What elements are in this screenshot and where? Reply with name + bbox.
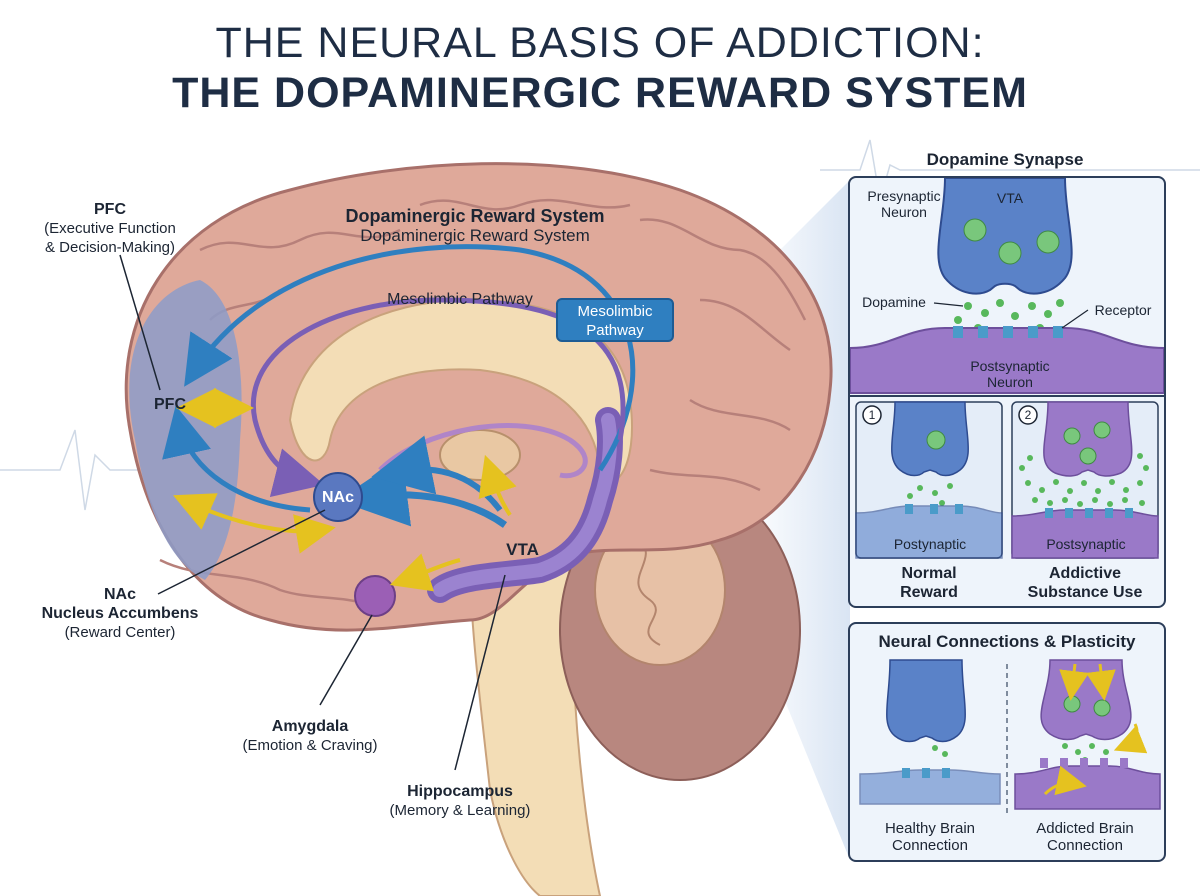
- pfc-label: PFC (Executive Function & Decision-Makin…: [20, 200, 200, 257]
- synapse-graphic: [850, 178, 1164, 559]
- presynaptic-label: Presynaptic Neuron: [854, 188, 954, 220]
- pfc-label-desc2: & Decision-Making): [44, 239, 176, 256]
- nac-inside-label: NAc: [321, 489, 354, 506]
- addicted-presynaptic: [1040, 659, 1132, 741]
- presynaptic-terminal: [937, 178, 1073, 295]
- receptors: [953, 326, 1063, 338]
- synapse-panel-title: Dopamine Synapse: [926, 150, 1084, 169]
- normal-number: 1: [868, 408, 876, 422]
- addictive-presynaptic: [1043, 401, 1133, 477]
- receptor-label: Receptor: [1094, 302, 1152, 318]
- synapse-vta-label: VTA: [996, 190, 1024, 206]
- healthy-line2: Connection: [892, 837, 968, 854]
- reward-system-bold: Dopaminergic Reward System: [345, 206, 605, 226]
- amygdala-label-desc: (Emotion & Craving): [242, 737, 378, 754]
- healthy-presynaptic: [886, 659, 966, 743]
- pfc-label-desc1: (Executive Function: [44, 220, 176, 237]
- addictive-postsynaptic: [1011, 509, 1159, 559]
- pfc-label-name: PFC: [94, 201, 126, 218]
- postsynaptic-neuron: [850, 327, 1164, 394]
- mesolimbic-label: Mesolimbic Pathway: [387, 291, 533, 308]
- mesolimbic-box-text: Mesolimbic Pathway: [577, 303, 653, 339]
- addictive-caption-line1: Addictive: [1048, 565, 1121, 582]
- pfc-region: [129, 280, 242, 580]
- presynaptic-line2: Neuron: [881, 204, 927, 220]
- amygdala-label: Amygdala (Emotion & Craving): [210, 717, 410, 755]
- title-block: THE NEURAL BASIS OF ADDICTION: THE DOPAM…: [0, 18, 1200, 118]
- addictive-caption-line2: Substance Use: [1027, 584, 1143, 601]
- synapse-panel: Presynaptic Neuron VTA Dopamine Receptor…: [848, 176, 1166, 608]
- postsynaptic-line2: Neuron: [987, 374, 1033, 390]
- hippocampus-label-desc: (Memory & Learning): [389, 802, 531, 819]
- normal-caption: Normal Reward: [856, 564, 1002, 602]
- nac-label: NAc Nucleus Accumbens (Reward Center): [20, 585, 220, 642]
- nac-label-desc: (Reward Center): [64, 624, 176, 641]
- nac-label-name: Nucleus Accumbens: [41, 605, 199, 622]
- pfc-nac-lower-yellow-arrow: [173, 493, 336, 554]
- addictive-post-label: Postsynaptic: [1046, 536, 1126, 552]
- vta-inside-label: VTA: [506, 540, 539, 559]
- leader-lines: [119, 254, 506, 771]
- vta-amygdala-yellow-arrow: [389, 553, 461, 592]
- amygdala-node: [354, 575, 396, 617]
- nac-node: [313, 472, 363, 522]
- vta-nac-arrow-1: [337, 456, 508, 528]
- plasticity-graphic: [859, 659, 1161, 814]
- reward-system-sub: Dopaminergic Reward System: [360, 226, 590, 245]
- mesolimbic-box: Mesolimbic Pathway: [556, 298, 674, 342]
- healthy-label: Healthy Brain Connection: [855, 820, 1005, 854]
- title-line1: THE NEURAL BASIS OF ADDICTION:: [215, 19, 985, 67]
- mesocortical-pathway: [184, 244, 636, 472]
- excess-dopamine: [1019, 453, 1149, 507]
- addictive-caption: Addictive Substance Use: [1012, 564, 1158, 602]
- healthy-line1: Healthy Brain: [884, 820, 976, 837]
- addicted-line1: Addicted Brain: [1036, 820, 1134, 837]
- addicted-postsynaptic: [1014, 765, 1161, 810]
- normal-caption-line1: Normal: [901, 565, 957, 582]
- plasticity-panel: Neural Connections & Plasticity Healthy …: [848, 622, 1166, 862]
- vta-up-yellow-arrow: [478, 454, 517, 517]
- plasticity-panel-title: Neural Connections & Plasticity: [878, 632, 1136, 651]
- dopamine-label: Dopamine: [862, 294, 926, 310]
- title-line2: THE DOPAMINERGIC REWARD SYSTEM: [172, 69, 1028, 117]
- presynaptic-line1: Presynaptic: [867, 188, 941, 204]
- reward-system-label: Dopaminergic Reward System Dopaminergic …: [275, 206, 675, 246]
- addictive-number: 2: [1024, 408, 1032, 422]
- healthy-postsynaptic: [859, 769, 1001, 805]
- postsynaptic-line1: Postsynaptic: [970, 358, 1050, 374]
- pfc-inside-label: PFC: [154, 396, 186, 413]
- addicted-line2: Connection: [1047, 837, 1123, 854]
- normal-caption-line2: Reward: [900, 584, 958, 601]
- hippocampus-label-name: Hippocampus: [407, 783, 513, 800]
- nac-label-abbr: NAc: [103, 586, 136, 603]
- postsynaptic-label: Postsynaptic Neuron: [940, 358, 1080, 390]
- normal-post-label: Postynaptic: [893, 536, 967, 552]
- hippocampus-label: Hippocampus (Memory & Learning): [360, 782, 560, 820]
- amygdala-label-name: Amygdala: [271, 718, 349, 735]
- addicted-label: Addicted Brain Connection: [1010, 820, 1160, 854]
